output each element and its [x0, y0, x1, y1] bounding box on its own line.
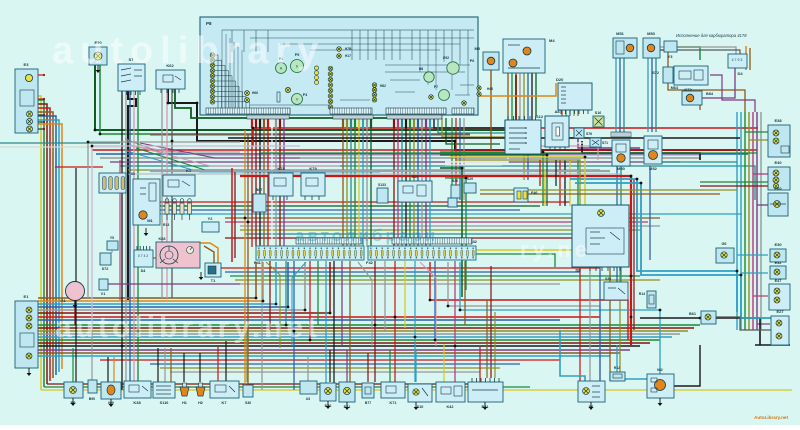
svg-text:H66: H66 [252, 91, 258, 95]
svg-text:F40: F40 [128, 171, 136, 176]
svg-text:autolibrary: autolibrary [52, 30, 325, 72]
svg-text:B30: B30 [452, 179, 458, 183]
svg-text:H2: H2 [198, 401, 203, 405]
svg-text:autolibrary.net: autolibrary.net [55, 311, 321, 344]
svg-text:S76: S76 [586, 132, 592, 136]
svg-text:H7B: H7B [345, 47, 352, 51]
svg-text:V1: V1 [101, 292, 106, 296]
svg-text:E38: E38 [774, 118, 782, 123]
svg-text:S116: S116 [160, 401, 169, 405]
svg-text:D20: D20 [556, 77, 564, 82]
svg-text:E32: E32 [775, 261, 782, 265]
svg-text:S36: S36 [245, 401, 251, 405]
svg-text:S72: S72 [102, 267, 109, 271]
svg-text:D4: D4 [737, 71, 743, 76]
svg-text:E47: E47 [775, 279, 782, 283]
svg-text:A: A [280, 67, 283, 71]
svg-text:B77: B77 [365, 401, 371, 405]
svg-text:H1: H1 [182, 401, 187, 405]
svg-text:Исполнение для карбюратора 417: Исполнение для карбюратора 4178 [676, 33, 747, 38]
svg-text:B67: B67 [256, 188, 263, 192]
svg-text:автолибрари: автолибрари [295, 226, 438, 245]
svg-text:D4: D4 [141, 269, 147, 273]
svg-text:P5: P5 [295, 53, 299, 57]
svg-text:S72: S72 [652, 71, 659, 75]
svg-text:E27: E27 [776, 309, 784, 314]
svg-text:H48: H48 [487, 87, 493, 91]
svg-text:M1: M1 [147, 218, 153, 223]
svg-text:P1: P1 [279, 57, 283, 61]
svg-text:E1: E1 [24, 294, 30, 299]
svg-text:Y3: Y3 [668, 54, 674, 59]
svg-text:F42: F42 [366, 260, 374, 265]
svg-text:S7: S7 [129, 57, 135, 62]
svg-text:U3: U3 [306, 397, 310, 401]
svg-text:S71: S71 [602, 141, 608, 145]
svg-text:M4: M4 [549, 38, 555, 43]
svg-text:K78: K78 [277, 166, 285, 171]
svg-text:H8: H8 [419, 67, 423, 71]
svg-text:B90: B90 [89, 397, 95, 401]
svg-text:M5: M5 [474, 46, 480, 51]
svg-text:K42: K42 [447, 405, 454, 409]
svg-text:S39: S39 [605, 277, 611, 281]
svg-text:E92: E92 [443, 56, 449, 60]
svg-text:H82: H82 [380, 84, 386, 88]
svg-text:P3: P3 [303, 93, 307, 97]
svg-text:0 7 4 2: 0 7 4 2 [138, 254, 148, 258]
svg-text:Y5: Y5 [110, 236, 114, 240]
svg-text:S10: S10 [417, 405, 424, 409]
svg-text:P6: P6 [470, 59, 474, 63]
svg-text:S29: S29 [467, 177, 473, 181]
svg-text:E3: E3 [24, 62, 30, 67]
svg-text:M51: M51 [616, 31, 625, 36]
svg-text:K79: K79 [309, 166, 317, 171]
svg-text:E40: E40 [774, 160, 782, 165]
svg-text:P7: P7 [434, 85, 438, 89]
svg-text:M2: M2 [657, 367, 663, 372]
svg-text:R14: R14 [639, 292, 645, 296]
svg-text:V: V [296, 98, 299, 102]
svg-text:M64: M64 [671, 86, 679, 90]
svg-text:4 7 9 3: 4 7 9 3 [732, 58, 743, 62]
svg-text:K72: K72 [684, 87, 692, 92]
svg-text:S133: S133 [378, 183, 386, 187]
svg-text:E10: E10 [94, 40, 102, 45]
svg-text:B61: B61 [689, 312, 696, 316]
svg-text:K38: K38 [133, 400, 141, 405]
svg-text:S16: S16 [595, 111, 601, 115]
svg-text:F46: F46 [531, 191, 538, 195]
svg-text:M50: M50 [617, 166, 626, 171]
svg-text:B84: B84 [706, 92, 714, 96]
svg-text:b: b [296, 65, 298, 69]
svg-text:K1: K1 [186, 168, 192, 173]
svg-text:F41: F41 [254, 260, 262, 265]
svg-text:E30: E30 [774, 242, 782, 247]
svg-text:P8: P8 [206, 21, 212, 26]
svg-text:Y2: Y2 [208, 217, 213, 221]
svg-text:A8: A8 [554, 109, 560, 114]
svg-text:K62: K62 [166, 63, 174, 68]
svg-text:M53: M53 [647, 31, 656, 36]
svg-text:G6: G6 [721, 242, 726, 246]
svg-text:S12: S12 [536, 114, 544, 119]
svg-text:H17: H17 [345, 54, 351, 58]
svg-text:K68: K68 [159, 237, 166, 241]
svg-text:K7: K7 [221, 400, 227, 405]
svg-text:S20: S20 [411, 174, 419, 179]
svg-text:S8: S8 [575, 268, 581, 273]
svg-text:F42: F42 [470, 239, 478, 244]
svg-text:E60: E60 [774, 186, 782, 191]
svg-text:T1: T1 [211, 279, 215, 283]
svg-text:G1: G1 [60, 298, 66, 303]
svg-text:ry.ne: ry.ne [520, 237, 591, 262]
svg-text:K71: K71 [390, 401, 397, 405]
svg-text:M52: M52 [649, 166, 658, 171]
svg-text:R12: R12 [614, 366, 620, 370]
svg-text:AutoLibrary.net: AutoLibrary.net [754, 415, 788, 420]
svg-text:R13: R13 [163, 223, 169, 227]
